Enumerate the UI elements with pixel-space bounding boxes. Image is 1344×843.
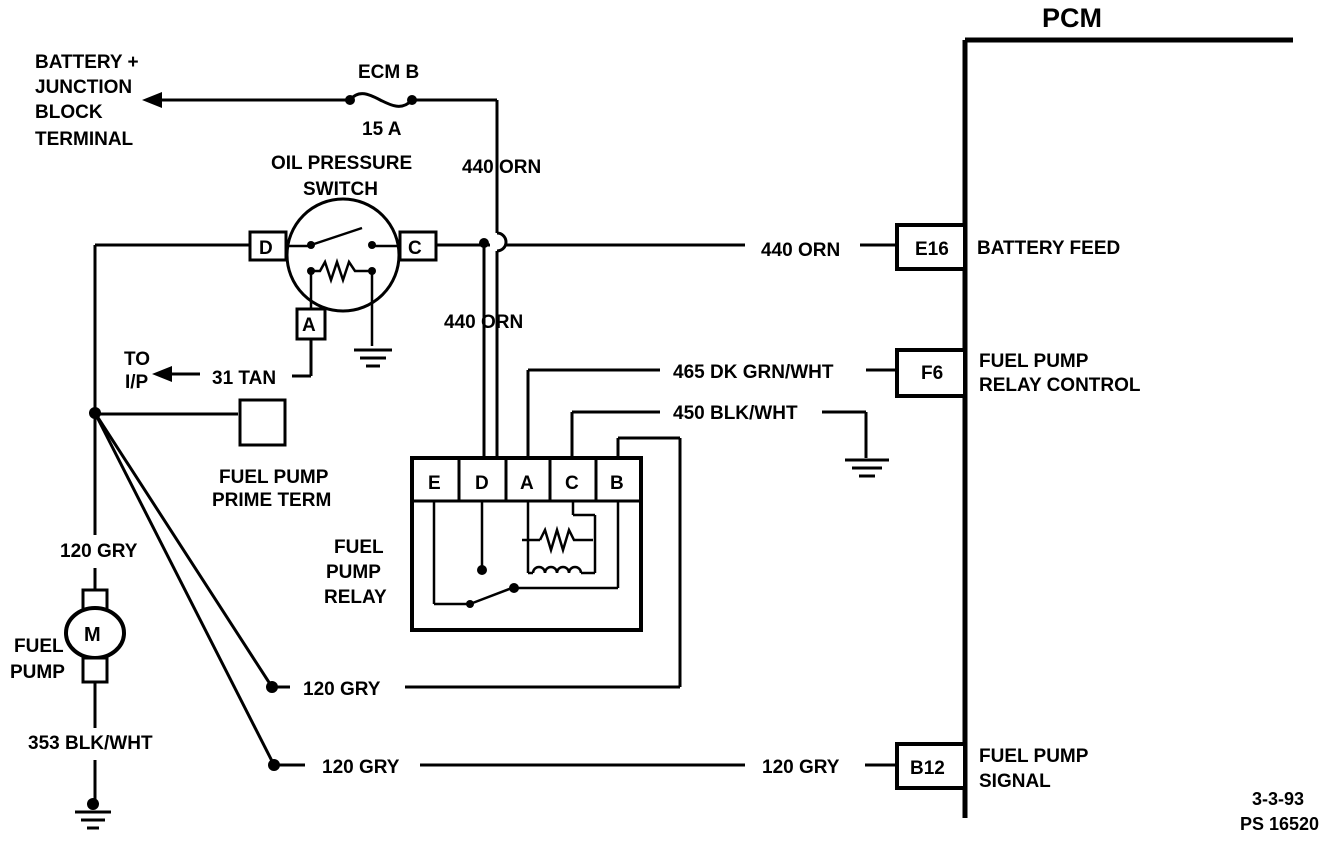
fuel-pump-label: FUEL PUMP — [10, 636, 65, 683]
gry-pump-label: 120 GRY — [60, 541, 138, 562]
tan-wire-label: 31 TAN — [212, 368, 276, 389]
relay-terminal-a: A — [520, 473, 534, 494]
svg-text:OIL PRESSURE: OIL PRESSURE — [271, 153, 412, 174]
svg-text:RELAY CONTROL: RELAY CONTROL — [979, 375, 1141, 396]
pcm-pin-f6 — [895, 348, 967, 398]
svg-text:TO: TO — [124, 349, 150, 370]
pump-ground-label: 353 BLK/WHT — [28, 733, 153, 754]
svg-text:FUEL PUMP: FUEL PUMP — [979, 746, 1089, 767]
oil-switch-terminal-d — [248, 230, 288, 262]
pcm-pin-e16-label: BATTERY FEED — [977, 238, 1120, 259]
relay-label: FUEL PUMP RELAY — [324, 537, 387, 608]
relay-control-label: 465 DK GRN/WHT — [673, 362, 834, 383]
svg-text:BLOCK: BLOCK — [35, 102, 103, 123]
ground-icon — [354, 348, 392, 368]
ground-icon — [845, 458, 889, 478]
oil-pressure-switch-title: OIL PRESSURE SWITCH — [271, 153, 412, 200]
orn-to-pcm-label: 440 ORN — [761, 240, 840, 261]
orn-wire-label-upper: 440 ORN — [462, 157, 541, 178]
fuse-rating: 15 A — [362, 119, 402, 140]
svg-text:FUEL PUMP: FUEL PUMP — [219, 467, 329, 488]
fuse-name: ECM B — [358, 62, 419, 83]
svg-text:D: D — [259, 238, 273, 259]
svg-text:TERMINAL: TERMINAL — [35, 129, 134, 150]
svg-text:FUEL: FUEL — [14, 636, 64, 657]
fuse-icon — [348, 92, 414, 108]
relay-terminal-d: D — [475, 473, 489, 494]
svg-text:F6: F6 — [921, 363, 943, 384]
ground-icon — [75, 810, 111, 830]
oil-switch-contacts-icon — [286, 226, 400, 346]
oil-switch-body — [285, 197, 401, 313]
svg-text:E16: E16 — [915, 239, 949, 260]
wire-crossover-icon — [496, 231, 508, 253]
svg-text:PRIME TERM: PRIME TERM — [212, 490, 331, 511]
fuel-pump-relay-box — [410, 456, 643, 632]
svg-text:FUEL: FUEL — [334, 537, 384, 558]
svg-text:PUMP: PUMP — [10, 662, 65, 683]
arrow-left-icon — [142, 92, 162, 108]
relay-switch-icon — [432, 501, 620, 608]
battery-source-label: BATTERY + JUNCTION BLOCK TERMINAL — [35, 52, 139, 150]
svg-text:B12: B12 — [910, 758, 945, 779]
gry-diagonal-wire-1 — [93, 412, 274, 688]
pcm-pin-f6-label: FUEL PUMP RELAY CONTROL — [979, 351, 1141, 396]
svg-text:C: C — [408, 238, 422, 259]
prime-term-label: FUEL PUMP PRIME TERM — [212, 467, 331, 511]
relay-terminal-e: E — [428, 473, 441, 494]
svg-text:FUEL PUMP: FUEL PUMP — [979, 351, 1089, 372]
motor-label: M — [84, 624, 101, 646]
to-ip-label: TO I/P — [124, 349, 150, 393]
relay-terminal-c: C — [565, 473, 579, 494]
pcm-pin-e16 — [895, 223, 967, 271]
diagram-date: 3-3-93 — [1252, 789, 1304, 809]
pcm-pin-b12-label: FUEL PUMP SIGNAL — [979, 746, 1089, 792]
gry-relay-label: 120 GRY — [303, 679, 381, 700]
splice-dot — [87, 798, 99, 810]
relay-coil-icon — [522, 501, 597, 575]
orn-wire-label-lower: 440 ORN — [444, 312, 523, 333]
svg-text:SWITCH: SWITCH — [303, 179, 378, 200]
arrow-left-icon — [152, 366, 172, 382]
svg-text:A: A — [302, 315, 316, 336]
svg-text:PUMP: PUMP — [326, 562, 381, 583]
fuel-pump-prime-terminal — [238, 398, 287, 447]
diagram-code: PS 16520 — [1240, 814, 1319, 834]
relay-ground-label: 450 BLK/WHT — [673, 403, 798, 424]
pcm-title: PCM — [1042, 3, 1102, 33]
relay-terminal-dividers — [457, 458, 598, 501]
relay-terminal-b: B — [610, 473, 624, 494]
svg-text:I/P: I/P — [125, 372, 149, 393]
svg-text:BATTERY +: BATTERY + — [35, 52, 139, 73]
svg-text:JUNCTION: JUNCTION — [35, 77, 132, 98]
svg-text:RELAY: RELAY — [324, 587, 387, 608]
pcm-pin-b12 — [895, 742, 967, 790]
gry-signal-label-right: 120 GRY — [762, 757, 840, 778]
pump-terminal-bottom — [81, 656, 109, 684]
gry-signal-label-left: 120 GRY — [322, 757, 400, 778]
gry-diagonal-wire-2 — [93, 412, 276, 766]
svg-text:SIGNAL: SIGNAL — [979, 771, 1051, 792]
